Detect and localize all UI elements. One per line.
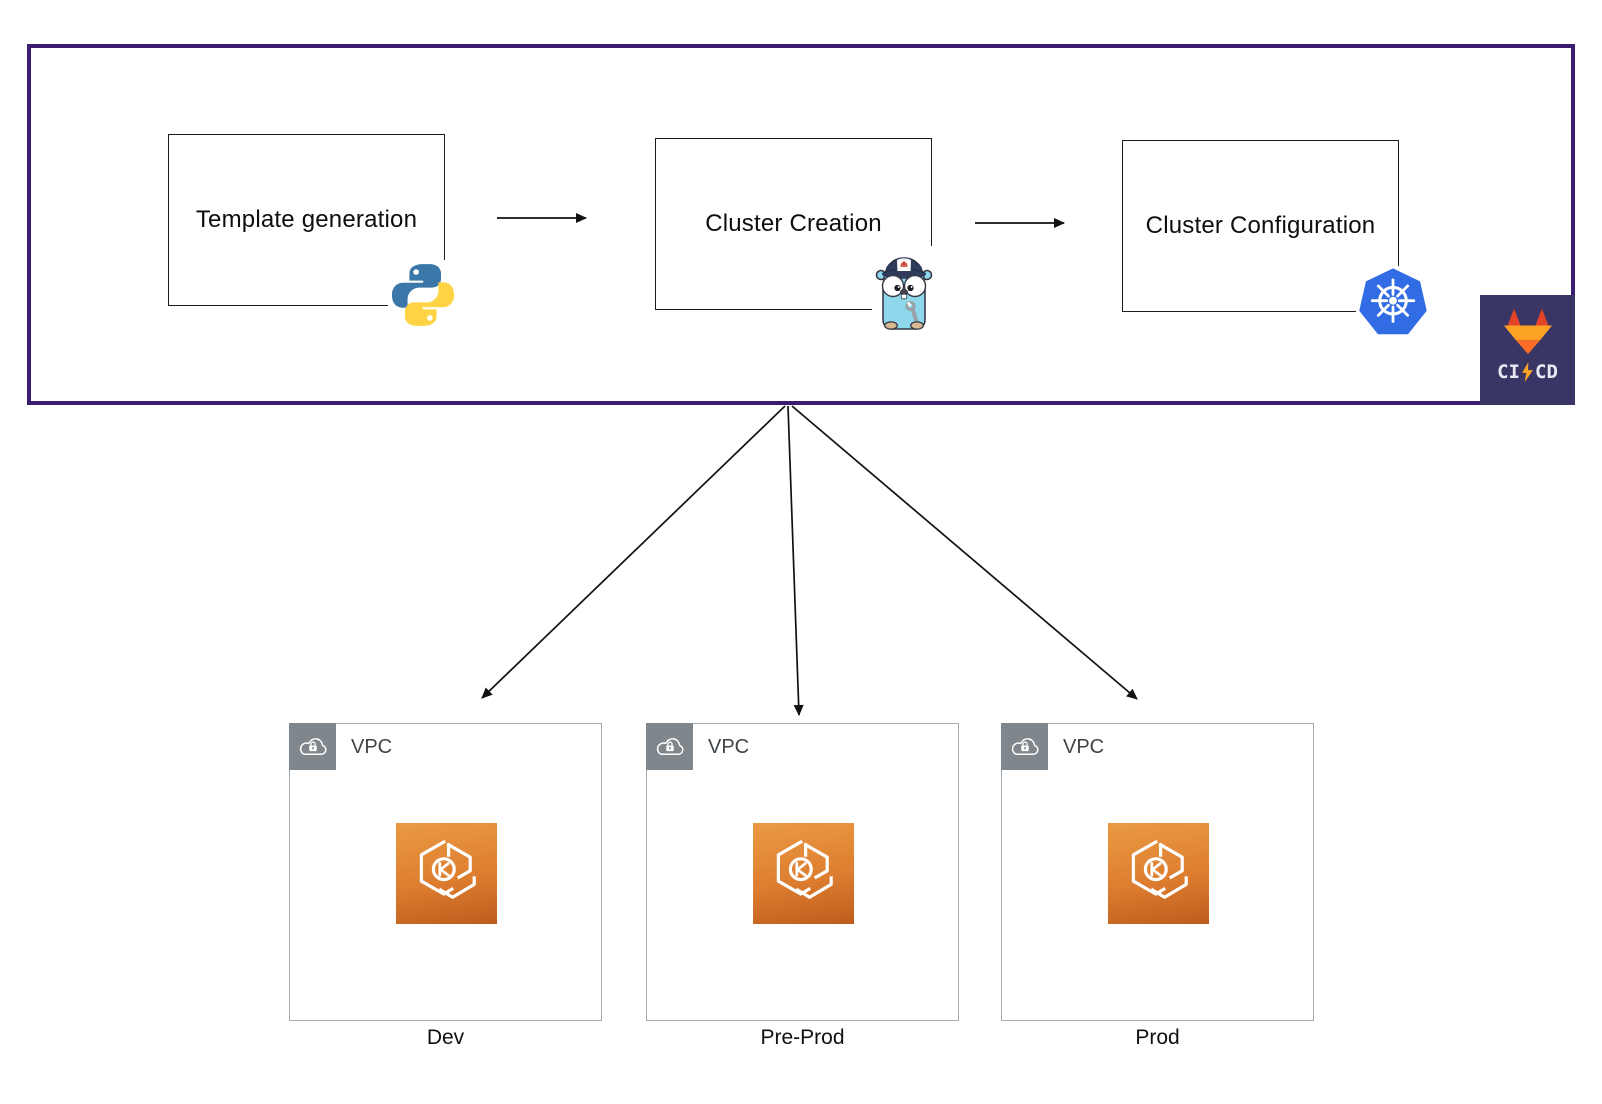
vpc-cloud-lock-icon	[656, 737, 684, 755]
cd-label: CD	[1535, 361, 1558, 383]
vpc-tab	[646, 723, 693, 770]
vpc-box-dev: VPC	[289, 723, 602, 1021]
amazon-eks-icon	[396, 823, 497, 924]
vpc-tab	[1001, 723, 1048, 770]
vpc-label: VPC	[708, 736, 750, 758]
stage-box-cluster-configuration: Cluster Configuration	[1122, 140, 1399, 312]
kubernetes-icon	[1356, 266, 1430, 340]
lightning-bolt-icon	[1522, 362, 1533, 382]
vpc-box-preprod: VPC	[646, 723, 959, 1021]
arrow-pipeline-to-preprod	[787, 405, 804, 716]
arrow-pipeline-to-dev	[481, 405, 786, 699]
ci-label: CI	[1497, 361, 1520, 383]
env-label-preprod: Pre-Prod	[760, 1026, 845, 1049]
stage-box-template-generation: Template generation	[168, 134, 445, 306]
cicd-label: CI CD	[1497, 361, 1558, 383]
amazon-eks-icon	[1108, 823, 1209, 924]
vpc-box-prod: VPC	[1001, 723, 1314, 1021]
vpc-cloud-lock-icon	[299, 737, 327, 755]
stage-label-template-generation: Template generation	[195, 206, 418, 233]
gitlab-cicd-badge: CI CD	[1480, 295, 1575, 405]
vpc-cloud-lock-icon	[1011, 737, 1039, 755]
arrow-pipeline-to-prod	[791, 405, 1138, 700]
vpc-label: VPC	[1063, 736, 1105, 758]
env-label-prod: Prod	[1135, 1026, 1180, 1049]
vpc-tab	[289, 723, 336, 770]
gitlab-tanuki-icon	[1503, 308, 1552, 355]
amazon-eks-icon	[753, 823, 854, 924]
go-gopher-icon	[872, 246, 936, 330]
vpc-label: VPC	[351, 736, 393, 758]
stage-label-cluster-creation: Cluster Creation	[705, 210, 882, 237]
env-label-dev: Dev	[426, 1026, 465, 1049]
stage-label-cluster-configuration: Cluster Configuration	[1145, 212, 1376, 239]
python-icon	[388, 260, 458, 330]
